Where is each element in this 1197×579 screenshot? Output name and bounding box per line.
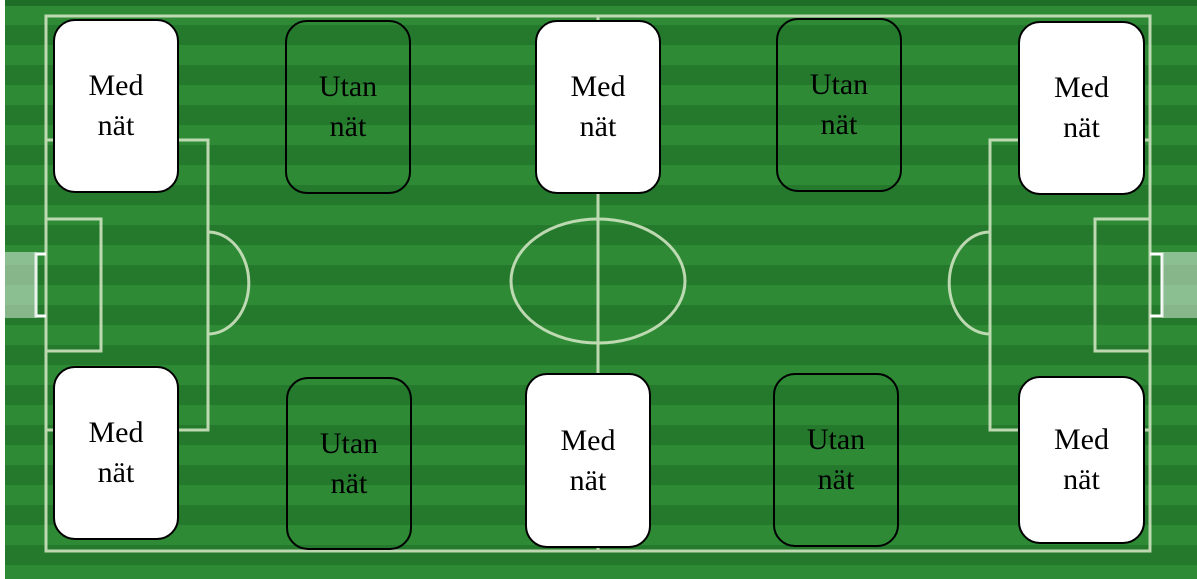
zone-label-line1: Med: [1054, 423, 1109, 456]
right-penalty-arc: [947, 230, 991, 336]
zone-label-line1: Med: [88, 416, 144, 449]
zone-label-line2: nät: [97, 109, 135, 142]
zone-label-line1: Med: [560, 423, 616, 457]
zone-label-line2: nät: [820, 108, 858, 141]
zone-without-net-top-2: Utan nät: [285, 20, 411, 194]
left-goal-net: [5, 252, 37, 318]
zone-label-line2: nät: [97, 456, 135, 489]
zone-without-net-top-4: Utan nät: [776, 18, 902, 192]
zone-with-net-bottom-1: Med nät: [53, 366, 179, 540]
zone-label-line2: nät: [817, 463, 855, 496]
zone-with-net-bottom-5: Med nät: [1018, 376, 1145, 544]
right-goal-area: [1093, 217, 1152, 353]
zone-label-line2: nät: [579, 110, 617, 143]
zone-label-line2: nät: [1063, 463, 1100, 496]
zone-with-net-top-1: Med nät: [53, 19, 179, 193]
zone-without-net-bottom-2: Utan nät: [286, 377, 412, 550]
zone-with-net-bottom-3: Med nät: [525, 373, 651, 548]
zone-label-line1: Med: [88, 69, 144, 102]
zone-label-line1: Utan: [806, 423, 866, 456]
zone-label-line1: Utan: [318, 70, 378, 103]
right-goal: [1150, 252, 1164, 318]
zone-label-line1: Med: [1054, 71, 1109, 104]
zone-label-line2: nät: [329, 110, 367, 143]
zone-label-line2: nät: [569, 463, 607, 497]
zone-with-net-top-5: Med nät: [1018, 21, 1145, 195]
left-goal-area: [44, 217, 103, 353]
zone-label-line2: nät: [1063, 111, 1100, 144]
zone-label-line1: Utan: [319, 426, 379, 460]
right-goal-net: [1162, 252, 1197, 318]
pitch-top-edge: [5, 0, 1197, 6]
left-penalty-arc: [207, 230, 251, 336]
center-circle: [509, 217, 687, 345]
zone-with-net-top-3: Med nät: [535, 20, 661, 194]
zone-label-line1: Utan: [809, 68, 869, 101]
zone-label-line2: nät: [330, 466, 368, 500]
zone-without-net-bottom-4: Utan nät: [773, 373, 899, 547]
zone-label-line1: Med: [570, 70, 626, 103]
